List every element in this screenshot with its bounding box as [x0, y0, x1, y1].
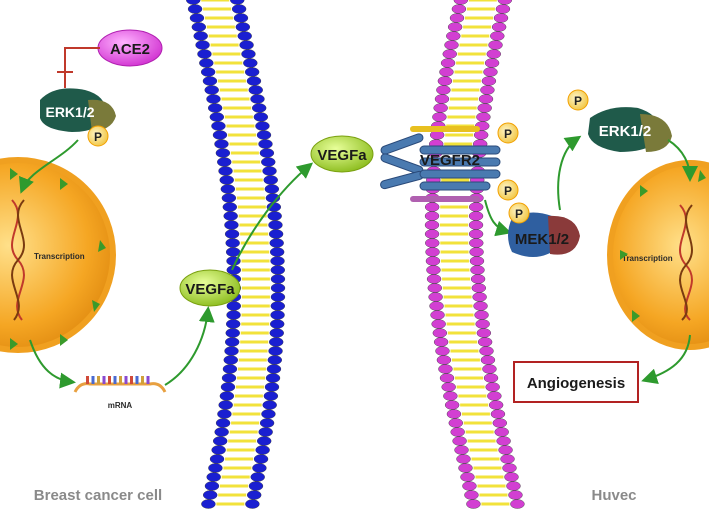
right-cell-membrane	[424, 0, 525, 509]
left-vegfa-node: VEGFa	[179, 269, 241, 307]
arrow-nucleus-to-mrna	[29, 339, 76, 389]
right-erk-node: ERK1/2 P	[567, 89, 672, 152]
ace2-inhibition-line	[64, 47, 100, 88]
mek-label: MEK1/2	[515, 231, 569, 248]
mek-node: MEK1/2 P	[508, 202, 580, 257]
dna-helix-icon	[11, 199, 25, 321]
extracellular-vegfa-node: VEGFa	[310, 135, 374, 173]
mrna-strand: mRNA	[73, 376, 167, 410]
right-cell-caption: Huvec	[591, 487, 636, 504]
arrow-mrna-to-vegfa	[164, 306, 215, 386]
ace2-node: ACE2	[97, 29, 163, 67]
left-erk-label: ERK1/2	[45, 104, 94, 120]
mek-phospho	[508, 202, 530, 224]
arrow-mek-to-erk	[557, 135, 582, 211]
angiogenesis-box: Angiogenesis	[513, 361, 639, 403]
right-erk-phospho-label: P	[574, 94, 582, 108]
angiogenesis-label: Angiogenesis	[527, 375, 625, 392]
left-cell-membrane	[186, 0, 286, 509]
left-transcription-label: Transcription	[34, 252, 85, 261]
vegfr2-phospho-top-label: P	[504, 127, 512, 141]
mek-phospho-label: P	[515, 207, 523, 221]
mrna-label: mRNA	[108, 401, 133, 410]
vegfr2-phospho-bottom	[497, 179, 519, 201]
right-nucleus: Transcription	[607, 160, 709, 350]
left-erk-node: ERK1/2 P	[40, 88, 116, 147]
left-erk-phospho-label: P	[94, 130, 102, 144]
dna-helix-icon	[679, 204, 693, 321]
arrow-erk-to-right-nucleus	[667, 139, 698, 182]
arrow-nucleus-to-angiogenesis	[641, 334, 691, 384]
vegfr2-receptor: VEGFR2 P P	[380, 122, 519, 202]
right-transcription-label: Transcription	[622, 254, 673, 263]
vegfr2-phospho-bottom-label: P	[504, 184, 512, 198]
left-nucleus: Transcription	[0, 157, 116, 353]
vegfr2-label: VEGFR2	[420, 152, 480, 169]
arrow-vegfr2-to-mek	[484, 199, 512, 237]
right-erk-phospho	[567, 89, 589, 111]
left-vegfa-label: VEGFa	[185, 281, 235, 298]
left-erk-phospho	[87, 125, 109, 147]
right-erk-label: ERK1/2	[599, 123, 652, 140]
right-nuclear-pores	[620, 170, 706, 322]
arrow-erk-to-nucleus	[19, 139, 79, 194]
arrow-vegfa-secretion	[231, 162, 314, 271]
left-cell-caption: Breast cancer cell	[34, 487, 162, 504]
left-nuclear-pores	[10, 168, 106, 350]
ace2-label: ACE2	[110, 41, 150, 58]
vegfr2-phospho-top	[497, 122, 519, 144]
extracellular-vegfa-label: VEGFa	[317, 147, 367, 164]
